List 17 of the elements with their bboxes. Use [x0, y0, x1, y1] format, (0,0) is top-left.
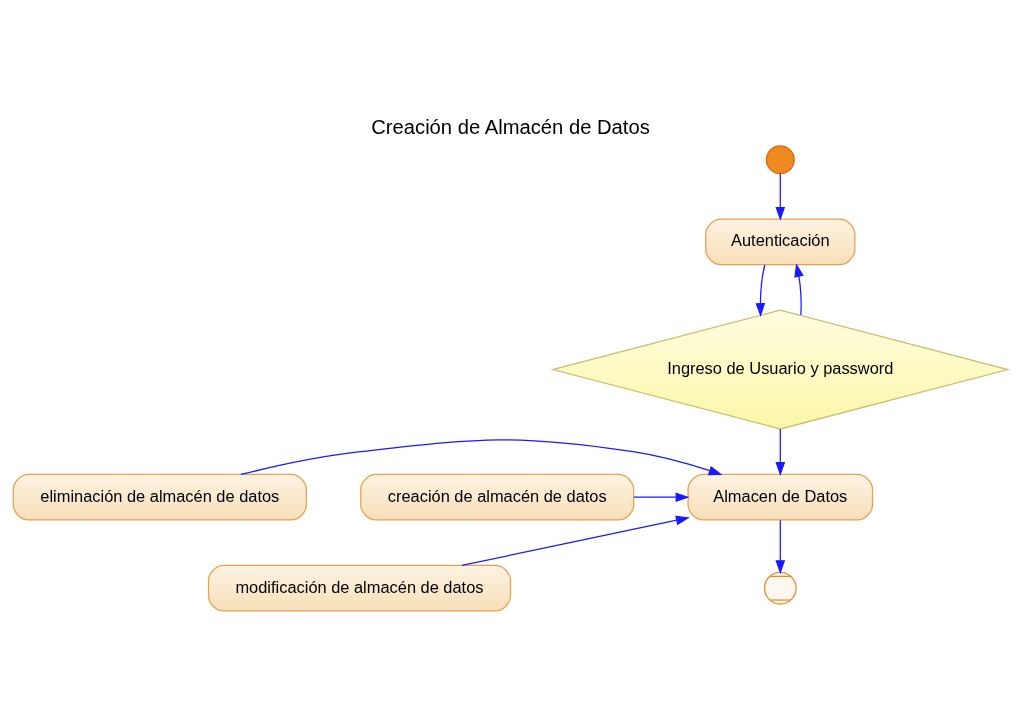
- node-box: modificación de almacén de datos: [207, 564, 512, 612]
- node-box: Autenticación: [705, 218, 856, 265]
- arrow: [775, 427, 786, 476]
- arrow: [240, 438, 723, 475]
- arrow: [633, 491, 690, 502]
- node-circle: [763, 571, 797, 605]
- node-box: Almacen de Datos: [687, 473, 874, 521]
- arrow: [461, 515, 690, 566]
- node-diamond: Ingreso de Usuario y password: [550, 309, 1011, 430]
- diagram-title: Creación de Almacén de Datos: [371, 115, 650, 138]
- node-box: creación de almacén de datos: [360, 473, 635, 521]
- arrow: [775, 519, 786, 574]
- node-box: eliminación de almacén de datos: [12, 473, 308, 521]
- arrow: [775, 172, 786, 221]
- arrow: [755, 263, 766, 317]
- arrow: [794, 262, 804, 316]
- node-circle: [765, 144, 795, 174]
